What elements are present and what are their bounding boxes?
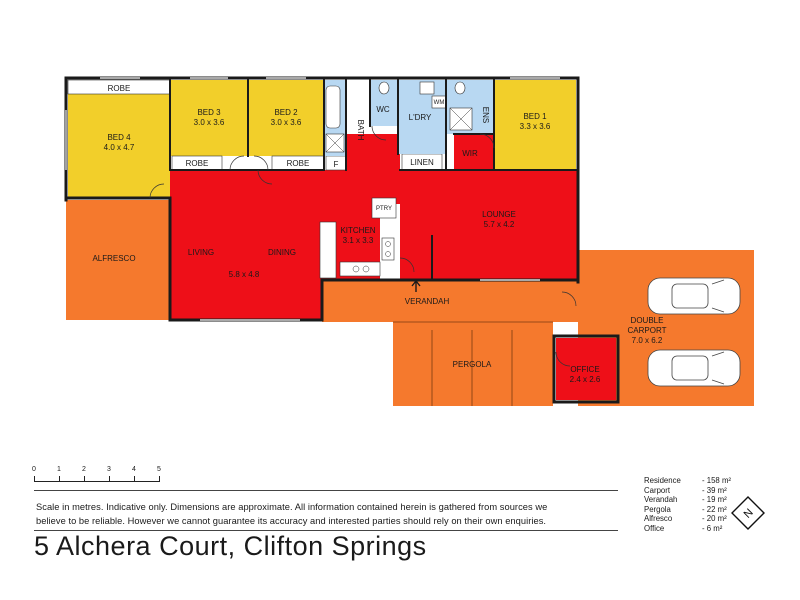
cooktop xyxy=(381,237,395,261)
car-icon xyxy=(647,349,741,387)
verandah-area xyxy=(322,280,578,322)
label-dining: DINING xyxy=(268,248,296,257)
label-linen: LINEN xyxy=(410,158,434,167)
label-lounge: LOUNGE xyxy=(482,210,516,219)
pergola-area xyxy=(393,322,553,406)
disclaimer: Scale in metres. Indicative only. Dimens… xyxy=(36,500,622,528)
label-office: OFFICE xyxy=(570,365,599,374)
area-row: Residence- 158 m² xyxy=(644,476,732,485)
central-hall xyxy=(346,134,400,204)
label-robe-bed2: ROBE xyxy=(287,159,310,168)
north-arrow-icon: N xyxy=(731,496,765,530)
lounge-area xyxy=(400,170,578,280)
scale-tick-label: 2 xyxy=(82,466,86,473)
label-robe-bed3: ROBE xyxy=(186,159,209,168)
label-pantry: PTRY xyxy=(376,206,392,212)
bath-tub xyxy=(325,85,341,129)
label-wir: WIR xyxy=(462,149,478,158)
label-carport-1: DOUBLE xyxy=(631,316,664,325)
alfresco-area xyxy=(66,200,170,320)
label-bed1-dims: 3.3 x 3.6 xyxy=(520,122,551,131)
scale-tick-label: 1 xyxy=(57,466,61,473)
area-row: Office- 6 m² xyxy=(644,523,723,533)
kitchen-bench xyxy=(319,221,337,279)
bed2-area xyxy=(248,80,324,156)
label-bed4-dims: 4.0 x 4.7 xyxy=(104,143,135,152)
label-wc: WC xyxy=(376,105,390,114)
disclaimer-line-1: Scale in metres. Indicative only. Dimens… xyxy=(36,502,548,512)
entry-arrow-icon xyxy=(411,279,421,292)
label-alfresco: ALFRESCO xyxy=(92,254,135,263)
label-wm: WM xyxy=(434,100,445,106)
label-kitchen: KITCHEN xyxy=(340,226,375,235)
area-row: Verandah- 19 m² xyxy=(644,495,727,505)
scale-tick-label: 5 xyxy=(157,466,161,473)
scale-tick-label: 0 xyxy=(32,466,36,473)
pantry xyxy=(371,197,397,219)
divider xyxy=(34,530,618,531)
label-carport-2: CARPORT xyxy=(628,326,667,335)
bed3-area xyxy=(170,80,248,156)
label-bed4: BED 4 xyxy=(107,133,131,142)
label-kitchen-dims: 3.1 x 3.3 xyxy=(343,236,374,245)
office-area xyxy=(556,338,616,400)
label-laundry: L'DRY xyxy=(409,113,432,122)
label-lounge-dims: 5.7 x 4.2 xyxy=(484,220,515,229)
bed4-area xyxy=(68,94,170,198)
label-pergola: PERGOLA xyxy=(453,360,492,369)
floor-plan: ROBE BED 4 4.0 x 4.7 BED 3 3.0 x 3.6 BED… xyxy=(64,76,754,406)
area-row: Carport- 39 m² xyxy=(644,485,727,495)
scale-tick-label: 3 xyxy=(107,466,111,473)
area-row: Pergola- 22 m² xyxy=(644,504,727,514)
label-bed3: BED 3 xyxy=(197,108,221,117)
label-living-dims: 5.8 x 4.8 xyxy=(229,270,260,279)
label-living: LIVING xyxy=(188,248,214,257)
scale-bar: 0 1 2 3 4 5 xyxy=(32,466,161,486)
car-icon xyxy=(647,277,741,315)
disclaimer-line-2: believe to be reliable. However we canno… xyxy=(36,516,547,526)
property-address: 5 Alchera Court, Clifton Springs xyxy=(34,531,427,561)
divider xyxy=(34,490,618,491)
label-bed1: BED 1 xyxy=(523,112,547,121)
label-bath: BATH xyxy=(356,120,365,141)
label-ensuite: ENS xyxy=(481,107,490,123)
label-bed2: BED 2 xyxy=(274,108,298,117)
kitchen-island xyxy=(339,261,381,277)
label-fridge: F xyxy=(334,160,339,169)
label-robe-bed4: ROBE xyxy=(108,84,131,93)
area-row: Alfresco- 20 m² xyxy=(644,514,727,524)
label-bed2-dims: 3.0 x 3.6 xyxy=(271,118,302,127)
scale-tick-label: 4 xyxy=(132,466,136,473)
wir-area xyxy=(454,134,494,170)
label-office-dims: 2.4 x 2.6 xyxy=(570,375,601,384)
label-carport-dims: 7.0 x 6.2 xyxy=(632,336,663,345)
label-bed3-dims: 3.0 x 3.6 xyxy=(194,118,225,127)
bed1-area xyxy=(494,80,576,170)
label-verandah: VERANDAH xyxy=(405,297,450,306)
area-schedule: Residence- 158 m² Carport- 39 m² Veranda… xyxy=(644,476,750,534)
